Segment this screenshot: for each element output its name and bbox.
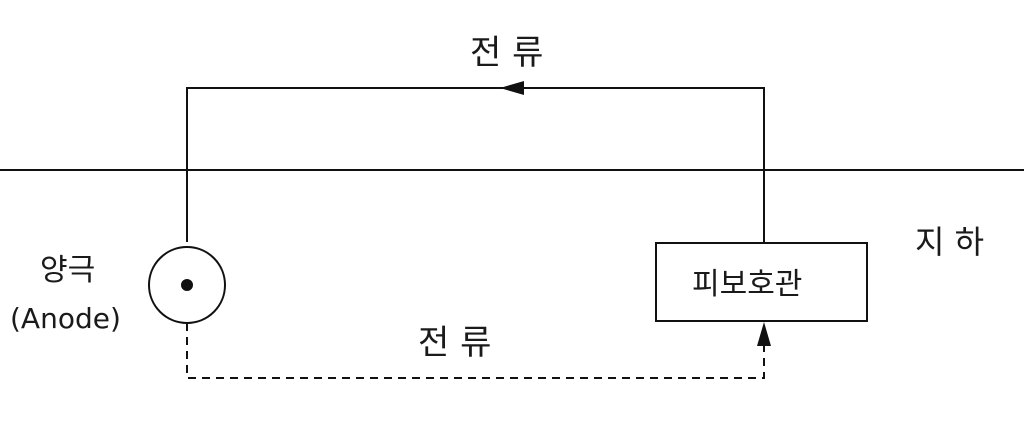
current-direction-arrow-bottom [757, 322, 771, 346]
protected-pipe-label: 피보호관 [692, 267, 802, 302]
anode-korean-label: 양극 [40, 253, 95, 288]
anode-english-label: (Anode) [10, 302, 121, 335]
anode-center-dot [181, 279, 193, 291]
external-current-wire [186, 87, 765, 242]
current-direction-arrow-top [500, 81, 524, 95]
protected-pipe-box [655, 242, 868, 322]
current-label-top: 전 류 [470, 33, 543, 73]
underground-label: 지 하 [915, 223, 984, 261]
current-label-bottom: 전 류 [418, 323, 491, 363]
underground-current-path [186, 323, 765, 379]
